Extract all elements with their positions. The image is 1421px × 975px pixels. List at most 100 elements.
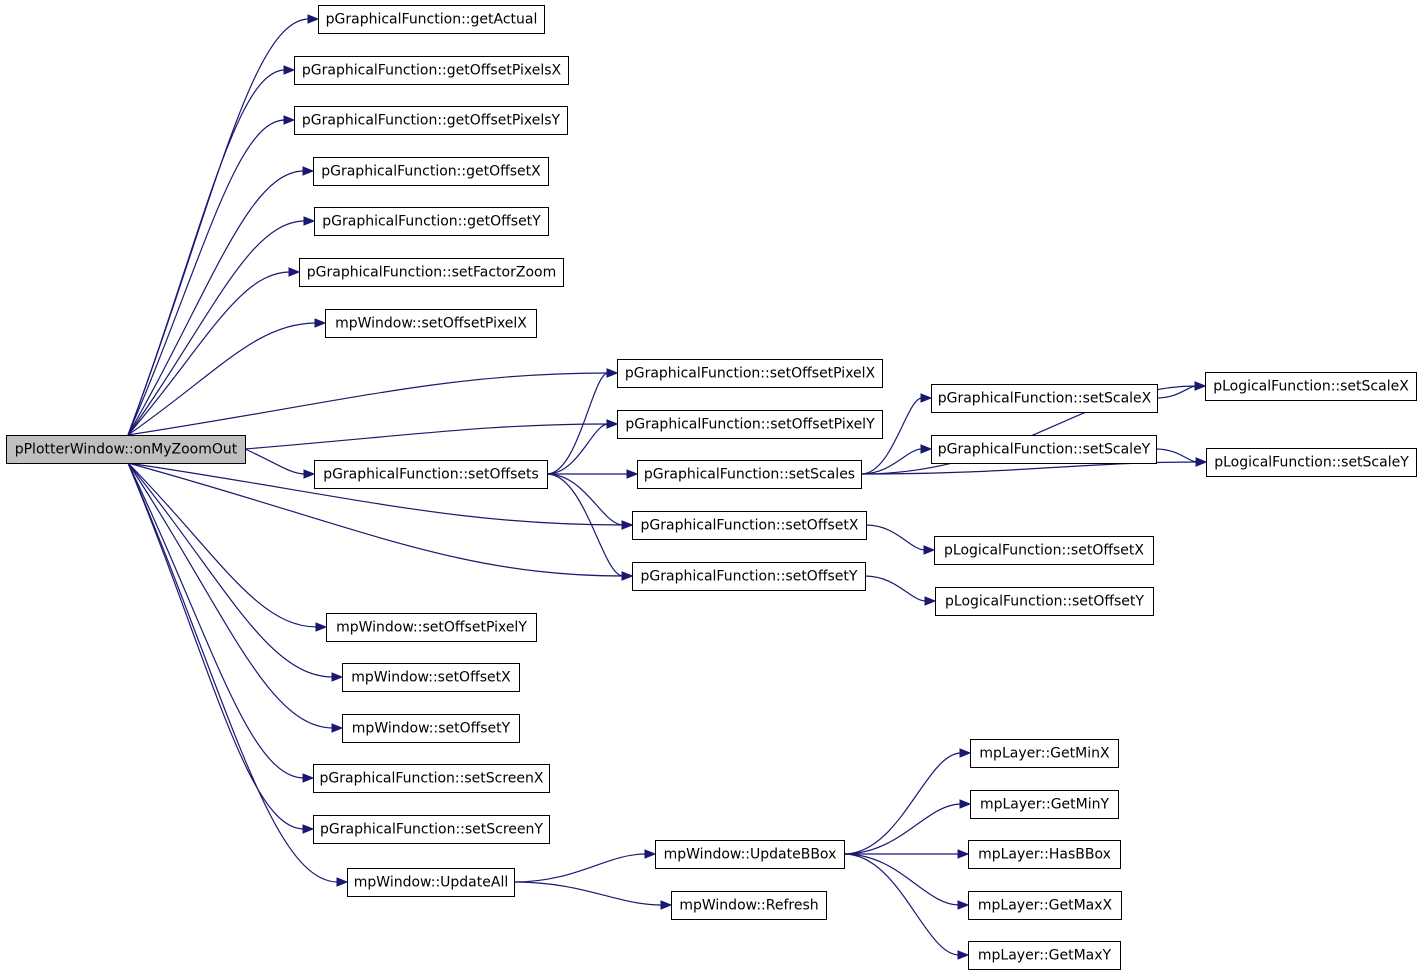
node-box bbox=[671, 891, 827, 920]
node-mp-window-set-offset-x[interactable]: mpWindow::setOffsetX bbox=[342, 663, 520, 692]
arrowhead-icon bbox=[644, 849, 657, 859]
node-label: mpWindow::Refresh bbox=[679, 898, 818, 914]
node-label: pGraphicalFunction::getOffsetY bbox=[322, 214, 541, 230]
node-box bbox=[342, 663, 520, 692]
node-box bbox=[325, 309, 537, 338]
edge-p-graphical-function-set-offsets-to-p-graphical-function-set-offset-pixel-x bbox=[546, 372, 609, 475]
node-box bbox=[1206, 448, 1417, 477]
node-p-graphical-function-set-offset-y[interactable]: pGraphicalFunction::setOffsetY bbox=[632, 562, 866, 591]
edge-p-plotter-window-on-my-zoom-out-to-p-graphical-function-set-offset-y bbox=[127, 462, 624, 577]
edge-p-plotter-window-on-my-zoom-out-to-p-graphical-function-set-offsets bbox=[244, 448, 306, 475]
node-mp-window-update-all[interactable]: mpWindow::UpdateAll bbox=[347, 868, 515, 897]
node-p-graphical-function-get-offset-y[interactable]: pGraphicalFunction::getOffsetY bbox=[314, 207, 549, 236]
node-box bbox=[632, 511, 867, 540]
arrowhead-icon bbox=[283, 115, 296, 125]
node-p-graphical-function-get-offset-pixels-x[interactable]: pGraphicalFunction::getOffsetPixelsX bbox=[294, 56, 569, 85]
arrowhead-icon bbox=[621, 520, 634, 530]
node-label: mpLayer::GetMaxY bbox=[978, 948, 1112, 964]
node-p-graphical-function-set-screen-x[interactable]: pGraphicalFunction::setScreenX bbox=[313, 764, 550, 793]
node-p-graphical-function-set-screen-y[interactable]: pGraphicalFunction::setScreenY bbox=[313, 815, 550, 844]
arrowhead-icon bbox=[957, 900, 970, 910]
node-label: pLogicalFunction::setScaleY bbox=[1214, 455, 1409, 471]
node-p-logical-function-set-scale-x[interactable]: pLogicalFunction::setScaleX bbox=[1205, 372, 1417, 401]
node-p-graphical-function-set-scales[interactable]: pGraphicalFunction::setScales bbox=[637, 460, 862, 489]
node-p-logical-function-set-offset-x[interactable]: pLogicalFunction::setOffsetX bbox=[934, 536, 1154, 565]
node-mp-layer-get-max-x[interactable]: mpLayer::GetMaxX bbox=[968, 891, 1122, 920]
node-p-graphical-function-set-offsets[interactable]: pGraphicalFunction::setOffsets bbox=[314, 460, 548, 489]
edge-p-graphical-function-set-offsets-to-p-graphical-function-set-offset-x bbox=[546, 473, 624, 526]
nodes-layer: pPlotterWindow::onMyZoomOutpGraphicalFun… bbox=[6, 5, 1417, 970]
node-label: pGraphicalFunction::setOffsets bbox=[323, 467, 539, 483]
arrowhead-icon bbox=[283, 65, 296, 75]
edge-p-graphical-function-set-offset-x-to-p-logical-function-set-offset-x bbox=[865, 524, 926, 551]
node-label: pGraphicalFunction::setOffsetPixelY bbox=[625, 417, 875, 433]
node-label: pGraphicalFunction::setOffsetY bbox=[641, 569, 858, 585]
node-box bbox=[970, 739, 1119, 768]
node-label: mpWindow::setOffsetPixelY bbox=[336, 620, 527, 636]
arrowhead-icon bbox=[307, 14, 320, 24]
arrowhead-icon bbox=[303, 469, 316, 479]
node-label: pGraphicalFunction::getOffsetPixelsX bbox=[302, 63, 562, 79]
node-mp-layer-get-min-x[interactable]: mpLayer::GetMinX bbox=[970, 739, 1119, 768]
node-mp-layer-get-min-y[interactable]: mpLayer::GetMinY bbox=[970, 790, 1119, 819]
node-p-graphical-function-set-factor-zoom[interactable]: pGraphicalFunction::setFactorZoom bbox=[299, 258, 564, 287]
arrowhead-icon bbox=[303, 216, 316, 226]
node-label: pGraphicalFunction::getOffsetPixelsY bbox=[302, 113, 561, 129]
node-p-plotter-window-on-my-zoom-out[interactable]: pPlotterWindow::onMyZoomOut bbox=[6, 435, 246, 464]
node-box bbox=[347, 868, 515, 897]
node-box bbox=[935, 587, 1154, 616]
node-label: mpWindow::UpdateAll bbox=[354, 875, 508, 891]
arrowhead-icon bbox=[621, 571, 634, 581]
edge-mp-window-update-all-to-mp-window-update-bbox bbox=[513, 853, 647, 883]
node-mp-window-set-offset-y[interactable]: mpWindow::setOffsetY bbox=[342, 714, 520, 743]
arrowhead-icon bbox=[957, 849, 970, 859]
node-p-logical-function-set-scale-y[interactable]: pLogicalFunction::setScaleY bbox=[1206, 448, 1417, 477]
node-label: pPlotterWindow::onMyZoomOut bbox=[15, 442, 238, 458]
node-label: pGraphicalFunction::setScaleX bbox=[938, 391, 1152, 407]
edge-p-plotter-window-on-my-zoom-out-to-p-graphical-function-set-offset-x bbox=[127, 462, 624, 526]
node-p-graphical-function-set-offset-x[interactable]: pGraphicalFunction::setOffsetX bbox=[632, 511, 867, 540]
node-p-graphical-function-set-scale-x[interactable]: pGraphicalFunction::setScaleX bbox=[931, 384, 1158, 413]
node-p-graphical-function-get-actual[interactable]: pGraphicalFunction::getActual bbox=[318, 5, 545, 34]
edge-mp-window-update-bbox-to-mp-layer-get-max-y bbox=[843, 853, 960, 956]
node-box bbox=[970, 790, 1119, 819]
edge-p-plotter-window-on-my-zoom-out-to-mp-window-set-offset-pixel-x bbox=[127, 322, 317, 436]
node-p-graphical-function-set-scale-y[interactable]: pGraphicalFunction::setScaleY bbox=[931, 435, 1157, 464]
node-box bbox=[934, 536, 1154, 565]
edge-p-plotter-window-on-my-zoom-out-to-p-graphical-function-set-factor-zoom bbox=[127, 271, 291, 436]
node-label: pGraphicalFunction::setScaleY bbox=[938, 442, 1151, 458]
node-p-graphical-function-get-offset-x[interactable]: pGraphicalFunction::getOffsetX bbox=[313, 157, 549, 186]
node-box bbox=[342, 714, 520, 743]
node-mp-layer-get-max-y[interactable]: mpLayer::GetMaxY bbox=[968, 941, 1121, 970]
node-box bbox=[931, 384, 1158, 413]
node-box bbox=[968, 941, 1121, 970]
edge-mp-window-update-bbox-to-mp-layer-get-min-y bbox=[843, 803, 962, 855]
node-box bbox=[314, 207, 549, 236]
arrowhead-icon bbox=[302, 773, 315, 783]
node-mp-window-set-offset-pixel-x[interactable]: mpWindow::setOffsetPixelX bbox=[325, 309, 537, 338]
node-p-graphical-function-set-offset-pixel-y[interactable]: pGraphicalFunction::setOffsetPixelY bbox=[617, 410, 883, 439]
node-p-graphical-function-get-offset-pixels-y[interactable]: pGraphicalFunction::getOffsetPixelsY bbox=[294, 106, 568, 135]
arrowhead-icon bbox=[331, 723, 344, 733]
node-mp-window-set-offset-pixel-y[interactable]: mpWindow::setOffsetPixelY bbox=[326, 613, 537, 642]
edge-p-plotter-window-on-my-zoom-out-to-p-graphical-function-set-offset-pixel-y bbox=[244, 423, 609, 450]
node-label: mpLayer::HasBBox bbox=[978, 847, 1111, 863]
arrowhead-icon bbox=[331, 672, 344, 682]
node-label: mpWindow::setOffsetX bbox=[351, 670, 511, 686]
node-p-graphical-function-set-offset-pixel-x[interactable]: pGraphicalFunction::setOffsetPixelX bbox=[617, 359, 883, 388]
node-box bbox=[314, 460, 548, 489]
node-box bbox=[313, 815, 550, 844]
node-p-logical-function-set-offset-y[interactable]: pLogicalFunction::setOffsetY bbox=[935, 587, 1154, 616]
edge-p-plotter-window-on-my-zoom-out-to-mp-window-update-all bbox=[127, 462, 339, 883]
node-label: pGraphicalFunction::setFactorZoom bbox=[307, 265, 556, 281]
edge-p-plotter-window-on-my-zoom-out-to-p-graphical-function-get-offset-pixels-x bbox=[127, 69, 286, 436]
arrowhead-icon bbox=[302, 166, 315, 176]
node-mp-window-refresh[interactable]: mpWindow::Refresh bbox=[671, 891, 827, 920]
edge-p-plotter-window-on-my-zoom-out-to-p-graphical-function-set-offset-pixel-x bbox=[127, 372, 609, 436]
node-mp-layer-has-bbox[interactable]: mpLayer::HasBBox bbox=[968, 840, 1121, 869]
arrowhead-icon bbox=[336, 877, 349, 887]
node-label: pLogicalFunction::setOffsetY bbox=[945, 594, 1144, 610]
node-mp-window-update-bbox[interactable]: mpWindow::UpdateBBox bbox=[655, 840, 845, 869]
arrowhead-icon bbox=[959, 748, 972, 758]
